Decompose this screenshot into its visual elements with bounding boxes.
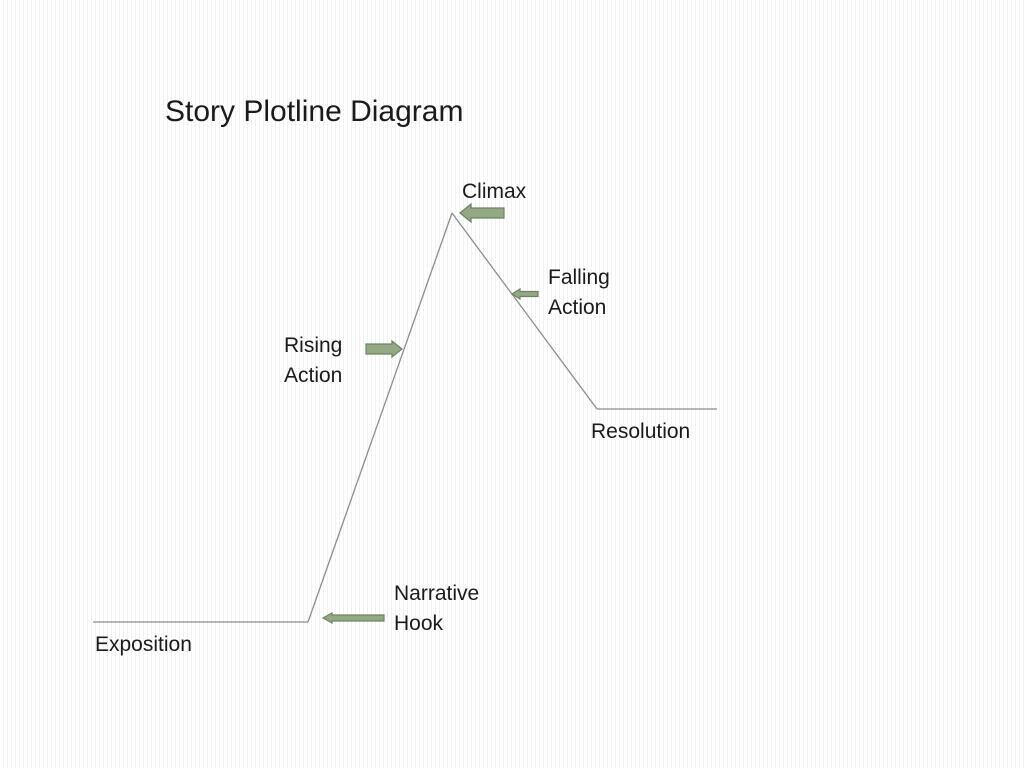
rising-action-label-line-1: Rising [284, 334, 343, 357]
climax-label: Climax [462, 177, 526, 207]
exposition-label: Exposition [95, 630, 192, 660]
resolution-label: Resolution [591, 417, 690, 447]
climax-arrow-left-icon [459, 202, 505, 224]
falling-action-label-line-1: Falling [548, 266, 610, 289]
narrative-hook-label-line-1: Narrative [394, 582, 480, 605]
rising-action-label-line-2: Action [284, 364, 343, 387]
narrative-hook-label: Narrative Hook [394, 579, 479, 639]
falling-action-line [451, 212, 598, 410]
rising-action-line [307, 212, 453, 623]
rising-action-label: Rising Action [284, 331, 342, 391]
diagram-title: Story Plotline Diagram [165, 95, 464, 128]
rising-action-arrow-right-icon [365, 339, 403, 359]
resolution-label-line: Resolution [591, 420, 691, 443]
narrative-hook-arrow-left-icon [321, 611, 385, 625]
climax-label-line: Climax [462, 180, 527, 203]
falling-action-label-line-2: Action [548, 296, 607, 319]
falling-action-arrow-left-icon [510, 287, 539, 301]
falling-action-label: Falling Action [548, 263, 610, 323]
exposition-label-line: Exposition [95, 633, 192, 656]
narrative-hook-label-line-2: Hook [394, 612, 444, 635]
